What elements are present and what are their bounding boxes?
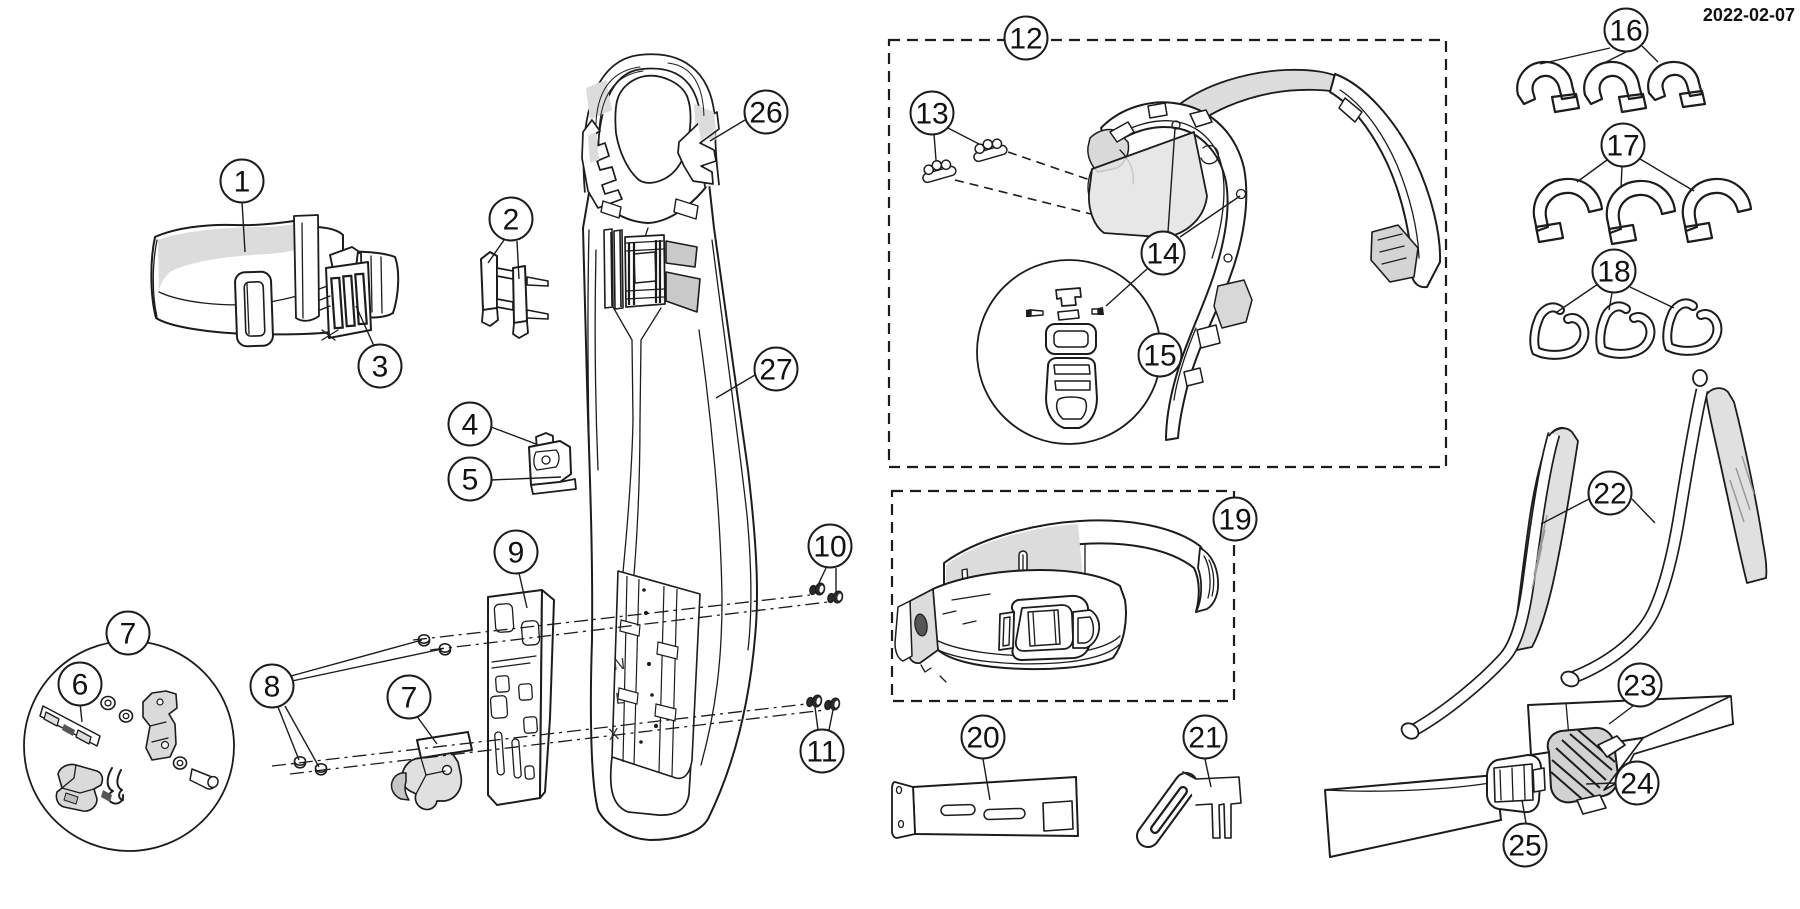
svg-text:17: 17	[1606, 130, 1639, 163]
svg-text:23: 23	[1623, 670, 1656, 703]
svg-text:10: 10	[813, 531, 846, 564]
svg-text:18: 18	[1597, 256, 1630, 289]
svg-text:5: 5	[462, 464, 479, 497]
svg-text:4: 4	[462, 409, 479, 442]
svg-text:14: 14	[1146, 238, 1179, 271]
svg-text:9: 9	[508, 537, 525, 570]
svg-text:L: L	[615, 690, 626, 708]
svg-text:N: N	[613, 656, 626, 674]
svg-text:3: 3	[372, 351, 389, 384]
svg-text:19: 19	[1218, 504, 1251, 537]
svg-text:8: 8	[264, 671, 281, 704]
svg-text:20: 20	[966, 722, 999, 755]
svg-text:7: 7	[120, 618, 137, 651]
svg-text:12: 12	[1009, 23, 1042, 56]
svg-text:26: 26	[749, 97, 782, 130]
svg-text:25: 25	[1508, 830, 1541, 863]
svg-text:2022-02-07: 2022-02-07	[1703, 5, 1795, 25]
svg-text:11: 11	[806, 736, 837, 769]
svg-text:7: 7	[401, 682, 418, 715]
svg-text:13: 13	[915, 98, 948, 131]
svg-text:2: 2	[503, 204, 520, 237]
svg-text:27: 27	[759, 354, 792, 387]
svg-text:1: 1	[234, 166, 251, 199]
svg-text:22: 22	[1593, 478, 1626, 511]
svg-text:21: 21	[1188, 722, 1221, 755]
svg-text:24: 24	[1620, 768, 1653, 801]
svg-text:15: 15	[1143, 340, 1176, 373]
svg-text:6: 6	[72, 669, 89, 702]
svg-text:16: 16	[1609, 15, 1642, 48]
